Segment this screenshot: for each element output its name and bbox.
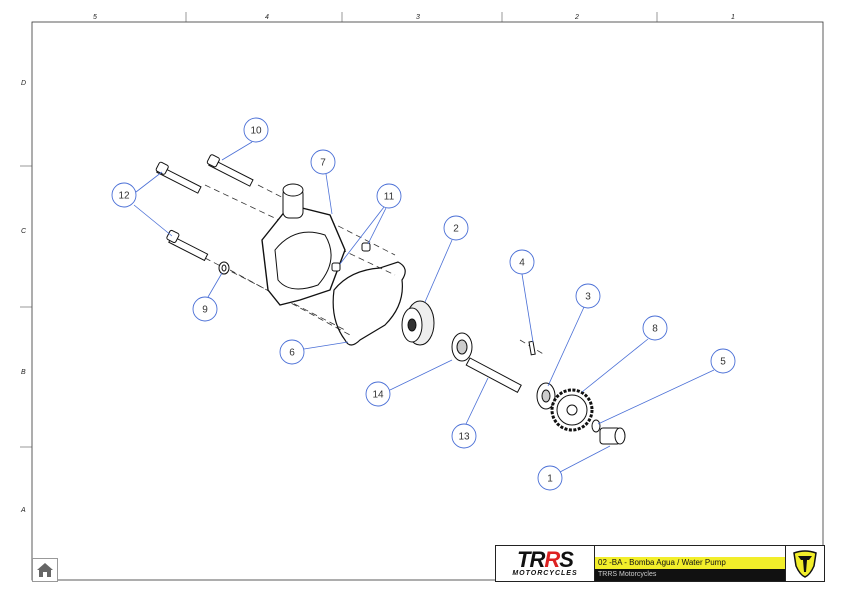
callout-circle (111, 182, 137, 208)
shaft-13 (465, 357, 522, 393)
callout-label: 5 (720, 357, 726, 368)
callout-circle (376, 183, 402, 209)
brand-main: TRRS (517, 547, 574, 572)
callout-8: 8 (642, 315, 668, 341)
callout-1: 1 (537, 465, 563, 491)
callout-circle (575, 283, 601, 309)
callout-14: 14 (365, 381, 391, 407)
callout-circle (509, 249, 535, 275)
callout-label: 12 (118, 191, 130, 202)
pump-cover-7 (261, 204, 346, 306)
dowel-11a (331, 262, 341, 272)
callout-9: 9 (192, 296, 218, 322)
callout-label: 2 (453, 224, 459, 235)
home-icon (37, 563, 53, 577)
callout-4: 4 (509, 249, 535, 275)
company-name: TRRS Motorcycles (595, 569, 785, 581)
callout-6: 6 (279, 339, 305, 365)
ruler-ticks (20, 12, 658, 448)
callout-label: 10 (250, 126, 262, 137)
callout-circle (279, 339, 305, 365)
callout-7: 7 (310, 149, 336, 175)
callout-label: 13 (458, 432, 470, 443)
ruler-left-a: A (21, 507, 26, 514)
callout-2: 2 (443, 215, 469, 241)
callout-label: 8 (652, 324, 658, 335)
ruler-left-b: B (21, 369, 26, 376)
title-block: TRRS MOTORCYCLES 02 -BA - Bomba Agua / W… (495, 545, 825, 582)
callout-circle (192, 296, 218, 322)
drawing-title: 02 -BA - Bomba Agua / Water Pump (595, 557, 785, 569)
dowel-11b (361, 242, 371, 252)
callout-3: 3 (575, 283, 601, 309)
ruler-top-1: 1 (731, 14, 735, 21)
ruler-left-c: C (21, 228, 27, 235)
callout-label: 9 (202, 305, 208, 316)
callout-label: 3 (585, 292, 591, 303)
ruler-top-3: 3 (416, 14, 420, 21)
parts (155, 154, 626, 445)
callout-label: 1 (547, 474, 553, 485)
callout-10: 10 (243, 117, 269, 143)
home-button[interactable] (32, 558, 58, 582)
trrs-logo: TRRS MOTORCYCLES (496, 546, 595, 581)
callouts: 10 7 12 11 2 4 3 8 5 9 6 14 13 1 (111, 117, 736, 491)
ruler-top-4: 4 (265, 14, 269, 21)
bolt-10 (206, 154, 254, 187)
callout-circle (443, 215, 469, 241)
callout-circle (537, 465, 563, 491)
callout-label: 6 (289, 348, 295, 359)
callout-circle (642, 315, 668, 341)
ruler-left-d: D (21, 80, 27, 87)
callout-circle (310, 149, 336, 175)
callout-circle (710, 348, 736, 374)
callout-circle (451, 423, 477, 449)
callout-11: 11 (376, 183, 402, 209)
callout-5: 5 (710, 348, 736, 374)
washer-5 (591, 419, 601, 433)
assembly-axes (204, 184, 546, 356)
bolt-12-lower (166, 229, 209, 262)
callout-label: 7 (320, 158, 326, 169)
brand-sub: MOTORCYCLES (512, 570, 578, 577)
ruler-top-5: 5 (93, 14, 97, 21)
callout-label: 11 (384, 192, 395, 203)
trrs-shield-logo-icon (785, 546, 824, 581)
ruler-top-2: 2 (575, 14, 579, 21)
leader-lines (133, 141, 715, 473)
callout-13: 13 (451, 423, 477, 449)
pin-4 (528, 340, 536, 356)
callout-label: 4 (519, 258, 525, 269)
callout-circle (243, 117, 269, 143)
callout-12: 12 (111, 182, 137, 208)
gasket-6 (332, 261, 406, 346)
bolt-12-upper (155, 161, 202, 194)
callout-circle (365, 381, 391, 407)
callout-label: 14 (372, 390, 384, 401)
drawing-border (31, 21, 824, 581)
